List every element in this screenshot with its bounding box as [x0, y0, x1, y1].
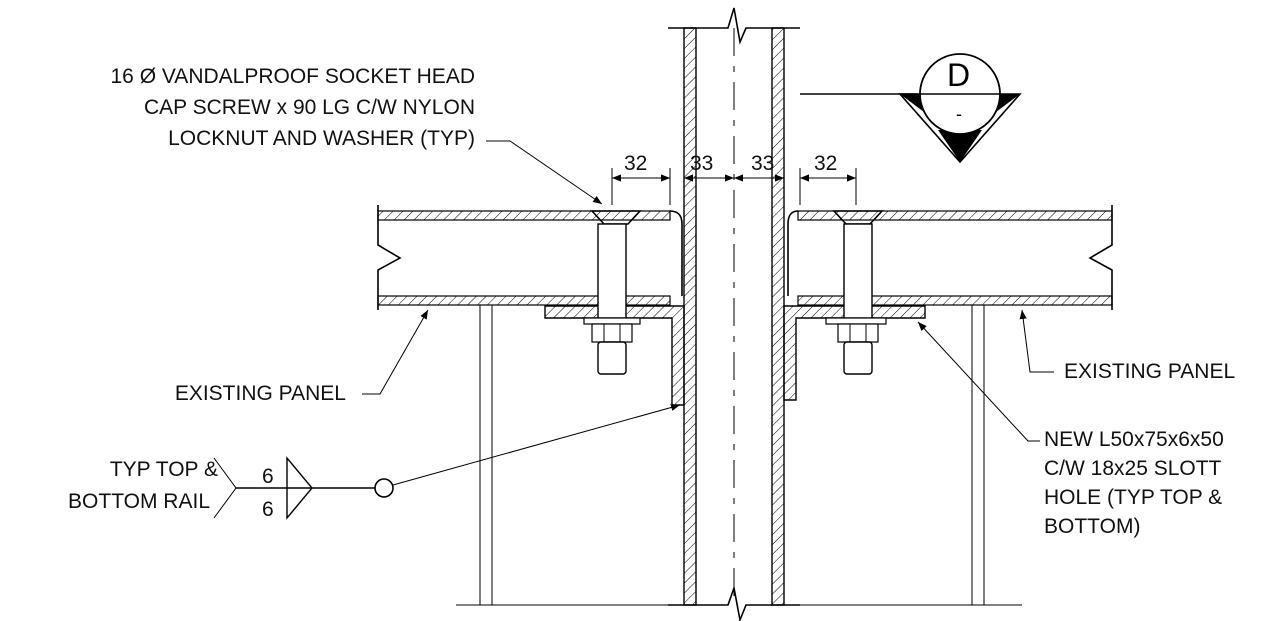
dimension-3: 33 — [751, 152, 774, 175]
screw-note-line1: 16 Ø VANDALPROOF SOCKET HEAD — [111, 65, 476, 88]
existing-panel-left — [377, 205, 683, 606]
angle-bracket-right — [783, 305, 926, 401]
existing-panel-left-label: EXISTING PANEL — [175, 382, 346, 405]
weld-size-bottom: 6 — [262, 498, 274, 521]
weld-note-line1: TYP TOP & — [110, 458, 218, 481]
cap-screw-left — [583, 210, 642, 375]
angle-note-line3: HOLE (TYP TOP & — [1044, 486, 1222, 509]
existing-panel-left-note: EXISTING PANEL — [175, 309, 429, 405]
existing-panel-right-label: EXISTING PANEL — [1064, 360, 1235, 383]
existing-panel-right-note: EXISTING PANEL — [1019, 309, 1235, 383]
cap-screw-note: 16 Ø VANDALPROOF SOCKET HEAD CAP SCREW x… — [111, 65, 603, 205]
section-letter: D — [947, 57, 970, 93]
section-marker: D - — [800, 53, 1022, 164]
screw-note-line3: LOCKNUT AND WASHER (TYP) — [168, 127, 475, 150]
dimension-chain: 32 33 33 32 — [611, 152, 857, 205]
existing-panel-right — [787, 205, 1113, 606]
screw-note-line2: CAP SCREW x 90 LG C/W NYLON — [144, 96, 475, 119]
post — [668, 7, 800, 621]
dimension-2: 33 — [690, 152, 713, 175]
weld-all-around-icon — [374, 478, 394, 498]
weld-symbol: TYP TOP & BOTTOM RAIL 6 6 — [68, 403, 681, 521]
dimension-1: 32 — [624, 152, 647, 175]
weld-size-top: 6 — [262, 465, 274, 488]
angle-note-line1: NEW L50x75x6x50 — [1044, 428, 1224, 451]
section-sheet: - — [956, 104, 962, 124]
dimension-4: 32 — [814, 152, 837, 175]
cap-screw-right — [825, 210, 887, 375]
weld-note-line2: BOTTOM RAIL — [68, 490, 210, 513]
angle-note-line4: BOTTOM) — [1044, 515, 1140, 538]
angle-note-line2: C/W 18x25 SLOTT — [1044, 457, 1222, 480]
new-angle-note: NEW L50x75x6x50 C/W 18x25 SLOTT HOLE (TY… — [917, 321, 1224, 538]
